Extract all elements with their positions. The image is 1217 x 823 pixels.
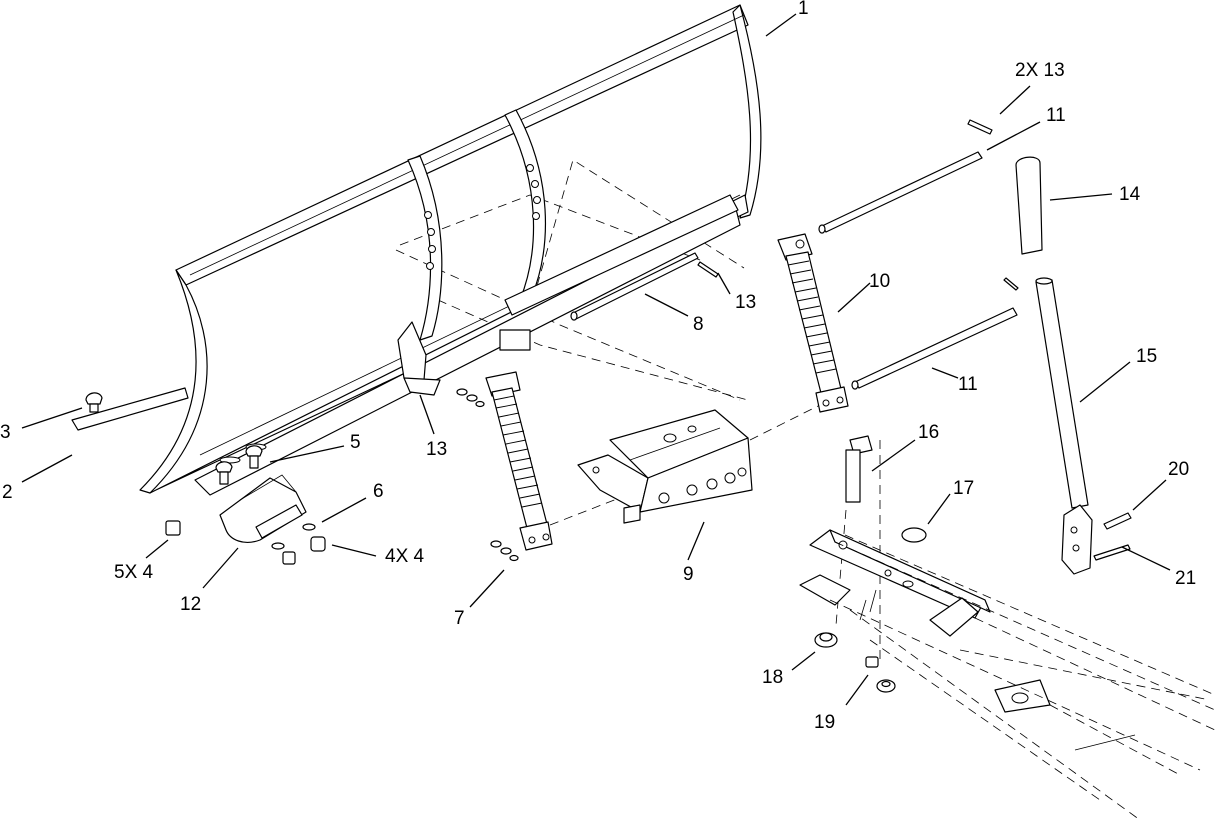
plug-cap <box>901 527 927 543</box>
callout-10: 10 <box>869 271 890 292</box>
callout-15: 15 <box>1136 346 1157 367</box>
callout-12: 12 <box>180 594 201 615</box>
callout-13-middle: 13 <box>735 292 756 313</box>
callout-8: 8 <box>693 314 704 335</box>
callout-19: 19 <box>814 712 835 733</box>
callout-17: 17 <box>953 478 974 499</box>
lift-handle <box>1035 277 1093 575</box>
callout-1: 1 <box>798 0 809 19</box>
plow-blade <box>139 4 762 496</box>
callout-14: 14 <box>1119 184 1141 205</box>
callout-3: 3 <box>0 422 11 443</box>
a-frame-mount <box>577 409 753 524</box>
callout-13-left: 13 <box>426 439 447 460</box>
clevis-pin <box>1103 512 1132 530</box>
chain-link <box>490 540 519 562</box>
hex-bolt <box>845 435 873 503</box>
pivot-rod <box>570 252 699 321</box>
cotter-pin <box>1093 544 1131 561</box>
callout-7: 7 <box>454 608 465 629</box>
callout-20: 20 <box>1168 459 1189 480</box>
chain-link <box>456 388 485 408</box>
hex-nut <box>165 520 181 536</box>
callout-11-bottom: 11 <box>958 374 978 395</box>
callout-labels: 1 2 3 5X 4 4X 4 5 6 7 8 9 10 11 11 12 2X… <box>0 0 1196 733</box>
callout-21: 21 <box>1175 568 1196 589</box>
cotter-pin <box>697 119 1019 291</box>
callout-18: 18 <box>762 667 783 688</box>
skid-shoe <box>219 474 307 543</box>
leader-lines <box>21 13 1171 706</box>
compression-spring <box>485 371 553 551</box>
vehicle-frame <box>799 529 1216 821</box>
compression-spring <box>777 233 849 413</box>
cutting-edge <box>71 387 189 431</box>
callout-4-left: 5X 4 <box>114 562 154 583</box>
handle-grip <box>1015 156 1043 255</box>
carriage-bolt <box>245 445 263 469</box>
callout-4-right: 4X 4 <box>385 546 425 567</box>
spring-rod <box>818 151 983 234</box>
callout-9: 9 <box>683 564 694 585</box>
callout-11-top: 11 <box>1046 105 1066 126</box>
callout-16: 16 <box>918 422 939 443</box>
lock-washer <box>271 523 316 550</box>
callout-6: 6 <box>373 481 384 502</box>
flange-nut <box>814 632 838 648</box>
spring-rod <box>851 307 1018 390</box>
hex-nut <box>310 536 326 552</box>
carriage-bolt <box>215 461 233 485</box>
callout-13-top: 2X 13 <box>1015 60 1065 81</box>
callout-5: 5 <box>350 432 361 453</box>
hex-nut <box>282 551 296 565</box>
callout-2: 2 <box>2 482 13 503</box>
carriage-bolt <box>85 392 103 413</box>
lock-nut <box>865 656 896 693</box>
